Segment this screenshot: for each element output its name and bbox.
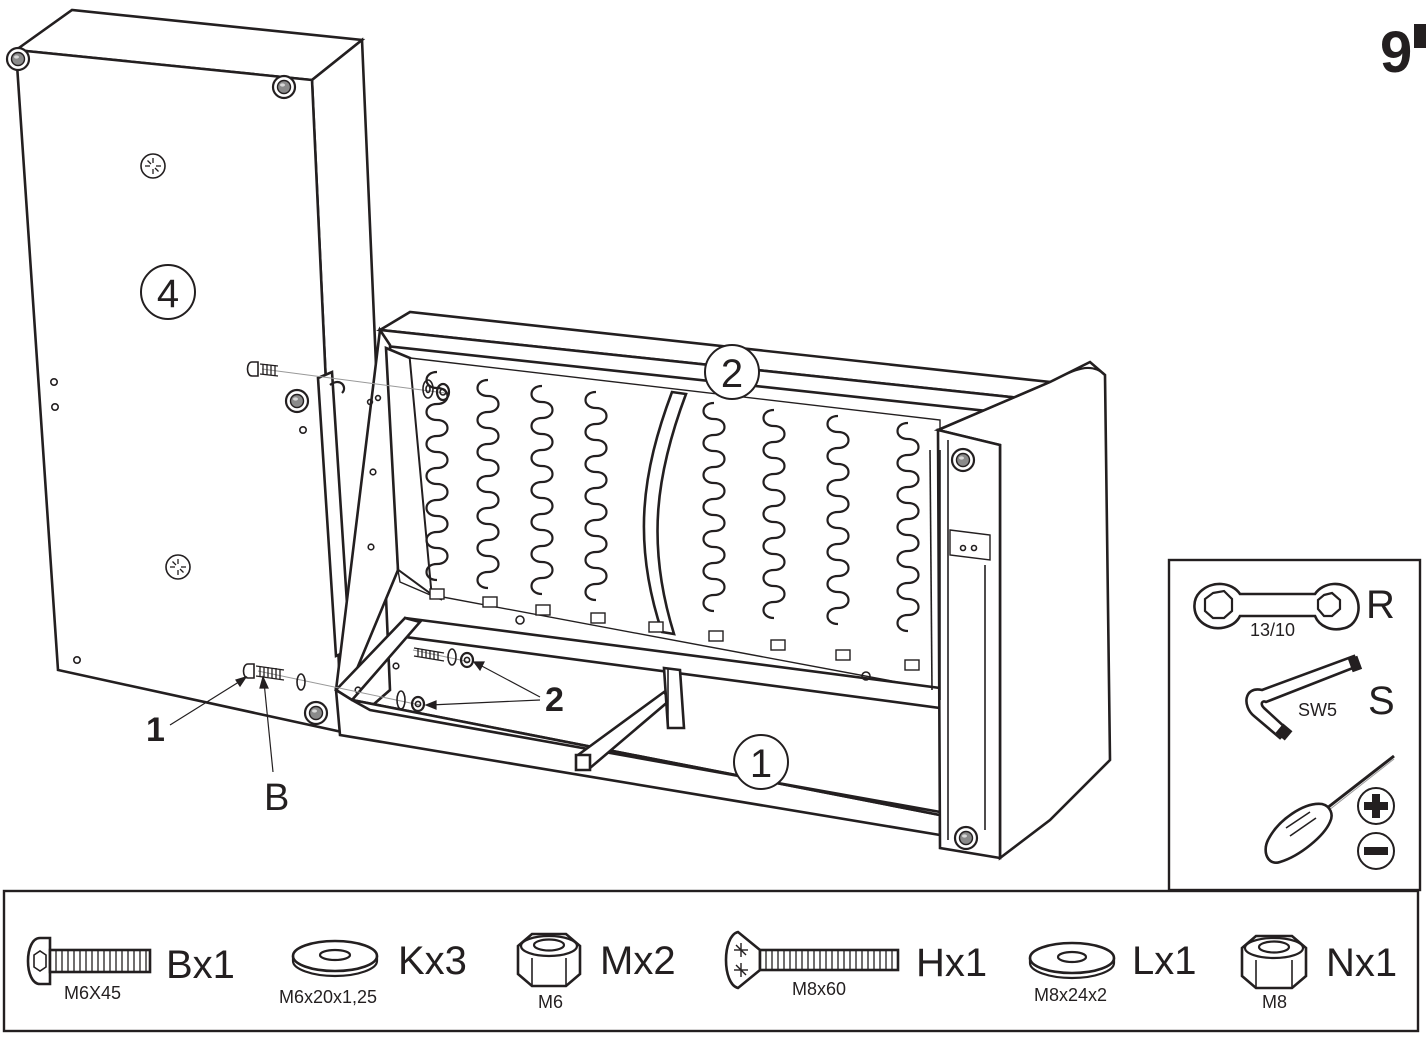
hw-l-spec: M8x24x2 [1034,985,1107,1005]
double-ring-wrench-icon [1193,582,1360,631]
hw-h-code: Hx1 [916,941,987,985]
screwdriver-plus-minus-icon [1264,754,1395,870]
step-number: 9 [1380,20,1412,85]
tools-box: 13/10 R SW5 S [1167,558,1422,892]
hex-nut-icon [516,932,582,988]
tool-r-letter: R [1366,583,1395,627]
hw-k-code: Kx3 [398,939,467,983]
callout-2: 2 [545,681,564,719]
hw-b-code: Bx1 [166,943,235,987]
tool-s-letter: S [1368,679,1395,723]
hex-nut-icon [1240,934,1308,990]
hardware-strip: M6X45 Bx1 M6x20x1,25 Kx3 M6 Mx2 [2,889,1420,1033]
callout-B: B [264,777,289,819]
backrest-panel [5,8,392,735]
washer-icon [1028,941,1116,980]
hw-l-code: Lx1 [1132,939,1197,983]
hw-b-spec: M6X45 [64,983,121,1003]
svg-text:2: 2 [721,352,743,396]
exploded-hardware [242,361,475,713]
seat-frame-back-label: 2 [704,344,760,400]
hw-k-spec: M6x20x1,25 [279,987,377,1007]
tool-r-spec: 13/10 [1250,620,1295,640]
hw-m-code: Mx2 [600,939,676,983]
step-number-tail [1414,24,1426,48]
washer-icon [291,939,379,978]
callout-1: 1 [146,711,165,749]
backrest-label: 4 [140,264,196,320]
countersunk-bolt-icon [724,930,900,990]
hw-n-spec: M8 [1262,992,1287,1012]
seat-frame-front-label: 1 [733,734,789,790]
tool-s-spec: SW5 [1298,700,1337,720]
button-head-bolt-icon [26,936,152,986]
hex-key-icon [1245,654,1363,741]
hw-h-spec: M8x60 [792,979,846,999]
hw-m-spec: M6 [538,992,563,1012]
svg-text:4: 4 [157,272,179,316]
hw-n-code: Nx1 [1326,941,1397,985]
callout-leaders [169,661,541,773]
seat-springs [425,370,920,671]
svg-text:1: 1 [750,742,772,786]
